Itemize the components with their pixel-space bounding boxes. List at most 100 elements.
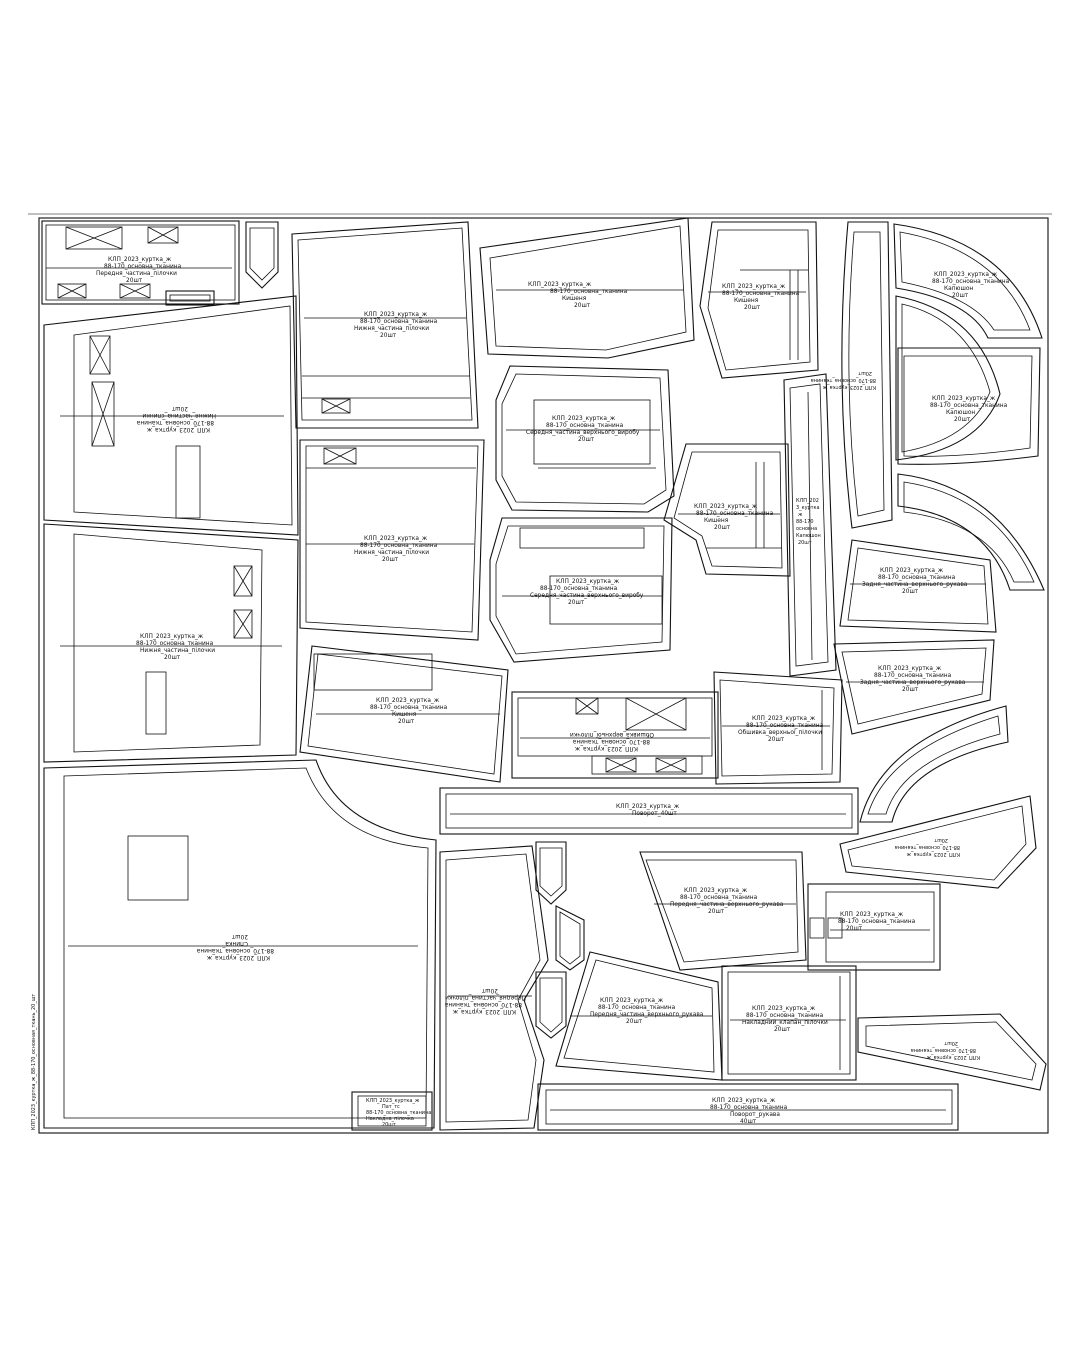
svg-text:20шт: 20шт (481, 987, 498, 995)
piece-sleeve-back: КЛП_2023_куртка_ж 88-170_основна_тканина… (839, 539, 997, 633)
svg-text:КЛП_2023_куртка_ж: КЛП_2023_куртка_ж (528, 280, 592, 288)
svg-text:20шт: 20шт (954, 415, 971, 423)
svg-text:20шт: 20шт (382, 1122, 396, 1128)
svg-text:Кишеня: Кишеня (734, 296, 759, 304)
piece-back-lower: КЛП_2023_куртка_ж 88-170_основна_тканина… (291, 221, 479, 429)
svg-text:КЛП_2023_куртка_ж: КЛП_2023_куртка_ж (206, 954, 270, 962)
svg-text:Обшивка_верхньої_пілочки: Обшивка_верхньої_пілочки (570, 731, 654, 739)
svg-text:20шт: 20шт (774, 1025, 791, 1033)
svg-text:КЛП_2023_куртка_ж: КЛП_2023_куртка_ж (616, 802, 680, 810)
svg-text:Передня_частина_верхнього_рука: Передня_частина_верхнього_рукава (670, 900, 784, 908)
svg-text:88-170_основна_тканина: 88-170_основна_тканина (104, 262, 182, 270)
svg-text:Накладний_клапан_пілочки: Накладний_клапан_пілочки (742, 1018, 828, 1026)
svg-text:20шт: 20шт (744, 303, 761, 311)
svg-text:88-170_основна_тканина: 88-170_основна_тканина (444, 1001, 522, 1009)
svg-text:КЛП_2023_куртка_ж: КЛП_2023_куртка_ж (932, 394, 996, 402)
svg-text:88-170_основна_тканина: 88-170_основна_тканина (874, 671, 952, 679)
piece-sleeve-arc-2 (859, 705, 1009, 823)
piece-diagonal-strip-2: КЛП_2023_куртка_ж 88-170_основна_тканина… (857, 1013, 1047, 1091)
svg-text:Середня_частина_верхнього_виро: Середня_частина_верхнього_виробу (526, 428, 640, 436)
svg-text:88-170_основна_тканина: 88-170_основна_тканина (366, 1110, 431, 1116)
svg-text:20шт: 20шт (171, 405, 188, 413)
svg-text:20шт: 20шт (398, 717, 415, 725)
svg-text:20шт: 20шт (798, 540, 812, 546)
svg-text:88-170_основна_тканина: 88-170_основна_тканина (932, 277, 1010, 285)
svg-text:88-170_основна_тканина: 88-170_основна_тканина (722, 289, 800, 297)
svg-text:КЛП_2023_куртка_ж: КЛП_2023_куртка_ж (878, 664, 942, 672)
svg-text:88-170_основна_тканина: 88-170_основна_тканина (546, 421, 624, 429)
piece-front-low: КЛП_2023_куртка_ж 88-170_основна_тканина… (639, 851, 807, 971)
svg-text:Пат_тс: Пат_тс (382, 1104, 400, 1110)
svg-text:Нижня_частина_пілочки: Нижня_частина_пілочки (140, 646, 215, 654)
piece-hood-arc: КЛП_2023_куртка_ж 88-170_основна_тканина… (893, 223, 1043, 465)
svg-text:20шт: 20шт (382, 555, 399, 563)
piece-back-left: КЛП_2023_куртка_ж 88-170_основна_тканина… (43, 295, 299, 536)
svg-text:88-170_основна_тканина: 88-170_основна_тканина (540, 584, 618, 592)
svg-text:88-170_основна_тканина: 88-170_основна_тканина (136, 419, 214, 427)
svg-text:КЛП_2023_куртка_ж: КЛП_2023_куртка_ж (556, 577, 620, 585)
piece-front-low-2: КЛП_2023_куртка_ж 88-170_основна_тканина… (555, 951, 723, 1081)
piece-front-panel: КЛП_2023_куртка_ж 88-170_основна_тканина… (439, 845, 549, 1131)
svg-text:Спинка: Спинка (225, 940, 248, 948)
svg-text:20шт: 20шт (858, 370, 872, 376)
piece-front-top: КЛП_2023_куртка_ж 88-170_основна_тканина… (41, 220, 240, 305)
svg-text:основна: основна (796, 526, 817, 532)
svg-text:КЛП_2023_куртка_ж: КЛП_2023_куртка_ж (452, 1008, 516, 1016)
svg-text:КЛП_2023_куртка_ж: КЛП_2023_куртка_ж (926, 1054, 980, 1060)
svg-text:88-170_основна_тканина: 88-170_основна_тканина (696, 509, 774, 517)
svg-text:20шт: 20шт (846, 924, 863, 932)
svg-text:20шт: 20шт (626, 1017, 643, 1025)
piece-cuff-2: КЛП_2023_куртка_ж 88-170_основна_тканина… (721, 965, 857, 1081)
piece-sleeve-strip: КЛП_202 3_куртка ж 88-170 основна Капюшо… (783, 373, 837, 677)
svg-text:88-170_основна_тканина: 88-170_основна_тканина (370, 703, 448, 711)
svg-text:Поворот_40шт: Поворот_40шт (632, 809, 677, 817)
svg-text:88-170_основна_тканина: 88-170_основна_тканина (930, 401, 1008, 409)
piece-facing: КЛП_2023_куртка_ж 88-170_основна_тканина… (511, 691, 719, 779)
svg-text:Кишеня: Кишеня (704, 516, 729, 524)
svg-text:ж: ж (798, 512, 803, 518)
svg-text:Кишеня: Кишеня (392, 710, 417, 718)
marker-frame (38, 217, 1049, 1134)
svg-text:Задня_частина_верхнього_рукава: Задня_частина_верхнього_рукава (860, 678, 966, 686)
svg-text:КЛП_202: КЛП_202 (796, 498, 819, 504)
piece-side-mid: КЛП_2023_куртка_ж 88-170_основна_тканина… (495, 365, 675, 513)
piece-pocket-mid: КЛП_2023_куртка_ж 88-170_основна_тканина… (299, 645, 509, 783)
svg-text:20шт: 20шт (708, 907, 725, 915)
svg-text:Задня_частина_верхнього_рукава: Задня_частина_верхнього_рукава (862, 580, 968, 588)
svg-text:Кишеня: Кишеня (562, 294, 587, 302)
svg-text:20шт: 20шт (714, 523, 731, 531)
svg-text:КЛП_2023_куртка_ж: КЛП_2023_куртка_ж (752, 714, 816, 722)
svg-text:20шт: 20шт (934, 837, 948, 843)
svg-text:КЛП_2023_куртка_ж: КЛП_2023_куртка_ж (366, 1098, 420, 1104)
svg-text:КЛП_2023_куртка_ж: КЛП_2023_куртка_ж (376, 696, 440, 704)
svg-text:88-170_основна_тканина: 88-170_основна_тканина (360, 541, 438, 549)
piece-collar-top: КЛП_2023_куртка_ж 88-170_основна_тканина… (479, 217, 695, 359)
marker-side-label: КЛП_2023_куртка_ж_88-170_основная_ткань_… (31, 994, 37, 1130)
svg-text:КЛП_2023_куртка_ж: КЛП_2023_куртка_ж (574, 745, 638, 753)
svg-text:Обшивка_верхньої_пілочки: Обшивка_верхньої_пілочки (738, 728, 822, 736)
piece-sleeve-arc (897, 473, 1045, 591)
svg-text:88-170_основна_тканина: 88-170_основна_тканина (911, 1047, 976, 1053)
svg-text:Середня_частина_верхнього_виро: Середня_частина_верхнього_виробу (530, 591, 644, 599)
svg-text:88-170_основна_тканина: 88-170_основна_тканина (710, 1103, 788, 1111)
svg-text:Поворот_рукава: Поворот_рукава (730, 1110, 780, 1118)
svg-text:20шт: 20шт (126, 276, 143, 284)
piece-small-shield-top (245, 221, 279, 289)
piece-pocket-r2: КЛП_2023_куртка_ж 88-170_основна_тканина… (663, 443, 791, 577)
piece-facing-2: КЛП_2023_куртка_ж 88-170_основна_тканина… (713, 671, 843, 785)
piece-strip-bot: КЛП_2023_куртка_ж 88-170_основна_тканина… (537, 1083, 959, 1131)
svg-text:88-170_основна_тканина: 88-170_основна_тканина (811, 377, 876, 383)
piece-pocket-r: КЛП_2023_куртка_ж 88-170_основна_тканина… (699, 221, 819, 379)
svg-text:Накладна_пілочка: Накладна_пілочка (366, 1116, 414, 1122)
svg-text:Капюшон: Капюшон (946, 408, 975, 416)
svg-text:3_куртка: 3_куртка (796, 505, 820, 511)
svg-text:20шт: 20шт (164, 653, 181, 661)
svg-text:40шт: 40шт (740, 1117, 757, 1125)
svg-text:КЛП_2023_куртка_ж: КЛП_2023_куртка_ж (840, 910, 904, 918)
piece-back-lower-2: КЛП_2023_куртка_ж 88-170_основна_тканина… (299, 439, 485, 641)
svg-text:88-170_основна_тканина: 88-170_основна_тканина (196, 947, 274, 955)
svg-text:КЛП_2023_куртка_ж: КЛП_2023_куртка_ж (906, 851, 960, 857)
svg-text:Передня_частина_пілочки: Передня_частина_пілочки (445, 994, 526, 1002)
piece-small-label: КЛП_2023_куртка_ж Пат_тс 88-170_основна_… (351, 1091, 433, 1131)
